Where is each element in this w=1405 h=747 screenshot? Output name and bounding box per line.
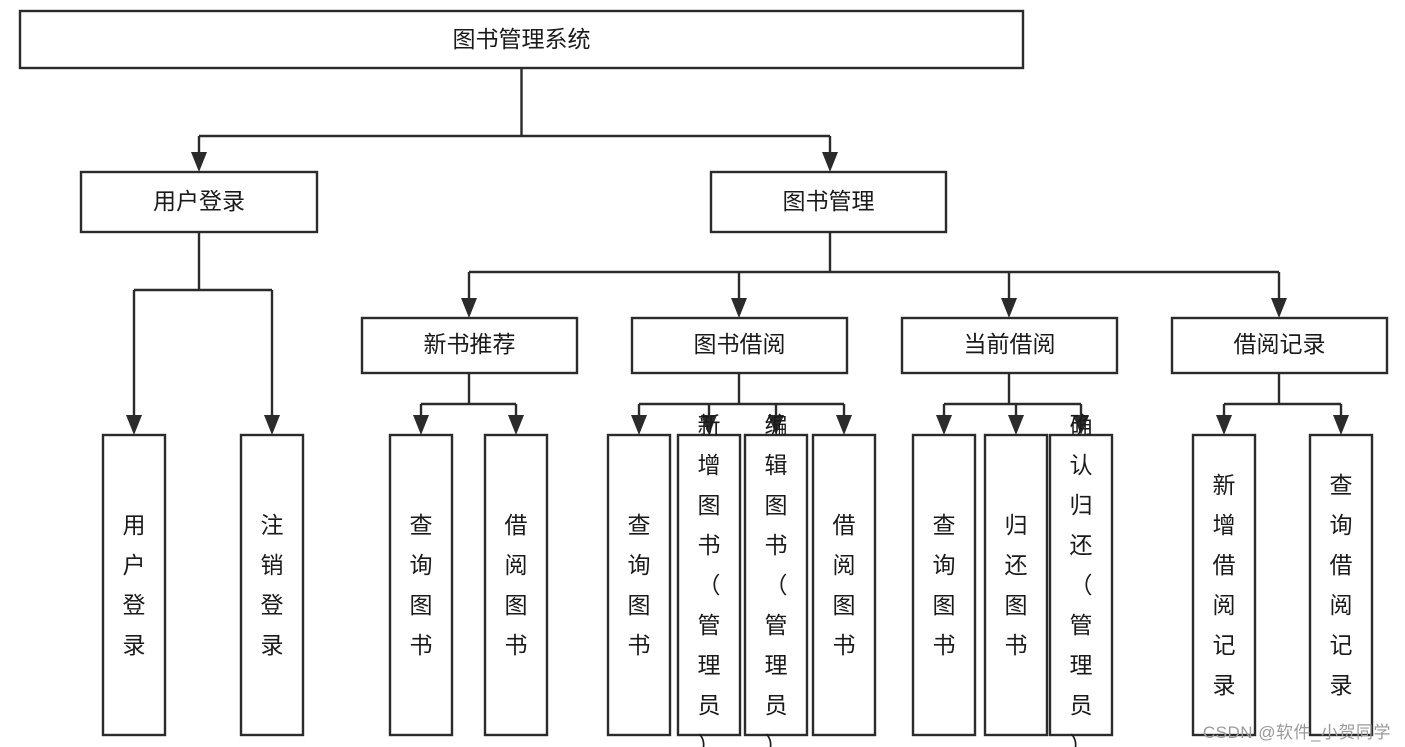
connector-new-book-rec-trunk (419, 373, 518, 427)
leaf-7-label: 借阅图书 (833, 512, 856, 658)
leaf-0-box[interactable] (101, 433, 167, 737)
leaf-4-box[interactable] (606, 433, 672, 737)
leaf-node-layer: 用户登录 注销登录 查询图书 借阅图书 查询图书 新增图书（管理员） 编辑图书（管理员） 借阅… (101, 412, 1374, 747)
leaf-1-box[interactable] (239, 433, 305, 737)
leaf-2-label: 查询图书 (410, 512, 433, 658)
leaf-3-label: 借阅图书 (505, 512, 528, 658)
arrowhead-leaf-query-book-a (413, 415, 429, 435)
leaf-4[interactable]: 查询图书 (606, 433, 672, 737)
connector-layer (126, 68, 1349, 435)
node-new-book-rec-box[interactable] (360, 316, 579, 375)
arrowhead-leaf-query-book-b (631, 415, 647, 435)
leaf-12[interactable]: 查询借阅记录 (1308, 433, 1374, 737)
leaf-1[interactable]: 注销登录 (239, 433, 305, 737)
leaf-9-box[interactable] (983, 433, 1049, 737)
leaf-9[interactable]: 归还图书 (983, 433, 1049, 737)
arrowhead-leaf-return-book (1008, 415, 1024, 435)
leaf-0[interactable]: 用户登录 (101, 433, 167, 737)
arrowhead-leaf-edit-book (768, 415, 784, 435)
leaf-7-box[interactable] (811, 433, 877, 737)
leaf-8-box[interactable] (911, 433, 977, 737)
leaf-8-label: 查询图书 (933, 512, 956, 658)
node-user-login-label: 用户登录 (153, 188, 245, 214)
node-borrow-record-box[interactable] (1170, 316, 1389, 375)
leaf-5[interactable]: 新增图书（管理员） (676, 412, 742, 747)
arrowhead-leaf-add-book (701, 415, 717, 435)
node-root[interactable]: 图书管理系统 (18, 9, 1025, 70)
leaf-2-box[interactable] (388, 433, 454, 737)
node-borrow-record-label: 借阅记录 (1234, 331, 1326, 357)
node-new-book-rec-label: 新书推荐 (424, 331, 516, 357)
leaf-2[interactable]: 查询图书 (388, 433, 454, 737)
arrowhead-leaf-borrow-book-b (836, 415, 852, 435)
node-current-borrow-label: 当前借阅 (964, 331, 1056, 357)
leaf-10-box[interactable] (1048, 433, 1114, 737)
node-book-management-label: 图书管理 (783, 188, 875, 214)
leaf-12-box[interactable] (1308, 433, 1374, 737)
node-book-borrow-box[interactable] (630, 316, 849, 375)
leaf-11[interactable]: 新增借阅记录 (1191, 433, 1257, 737)
arrowhead-leaf-user-login (126, 415, 142, 435)
node-root-box[interactable] (18, 9, 1025, 70)
arrowhead-leaf-query-book-c (936, 415, 952, 435)
connector-user-login-trunk (132, 232, 274, 427)
leaf-0-label: 用户登录 (123, 512, 146, 658)
node-current-borrow-box[interactable] (900, 316, 1119, 375)
leaf-11-box[interactable] (1191, 433, 1257, 737)
arrowhead-leaf-query-record (1333, 415, 1349, 435)
node-level1-user-login[interactable]: 用户登录 (79, 170, 319, 234)
leaf-5-label: 新增图书（管理员） (698, 412, 721, 747)
node-level2-book-borrow[interactable]: 图书借阅 (630, 316, 849, 375)
leaf-3[interactable]: 借阅图书 (483, 433, 549, 737)
arrowhead-to-current-borrow (1001, 298, 1017, 318)
leaf-5-box[interactable] (676, 433, 742, 737)
arrowhead-to-borrow-record (1271, 298, 1287, 318)
leaf-12-label: 查询借阅记录 (1330, 472, 1353, 698)
leaf-6-label: 编辑图书（管理员） (765, 412, 788, 747)
arrowhead-leaf-borrow-book-a (508, 415, 524, 435)
node-book-management-box[interactable] (709, 170, 948, 234)
arrowhead-to-new-book-rec (461, 298, 477, 318)
arrowhead-to-book-borrow (731, 298, 747, 318)
connector-book-management-trunk (467, 232, 1281, 310)
leaf-6[interactable]: 编辑图书（管理员） (743, 412, 809, 747)
leaf-11-label: 新增借阅记录 (1213, 472, 1236, 698)
node-level1-book-management[interactable]: 图书管理 (709, 170, 948, 234)
leaf-6-box[interactable] (743, 433, 809, 737)
leaf-7[interactable]: 借阅图书 (811, 433, 877, 737)
arrowhead-leaf-add-record (1216, 415, 1232, 435)
connector-root-trunk (197, 68, 832, 164)
leaf-8[interactable]: 查询图书 (911, 433, 977, 737)
arrowhead-to-user-login (191, 152, 207, 172)
leaf-9-label: 归还图书 (1005, 512, 1028, 658)
node-level2-current-borrow[interactable]: 当前借阅 (900, 316, 1119, 375)
node-level2-new-book-rec[interactable]: 新书推荐 (360, 316, 579, 375)
connector-borrow-record-trunk (1222, 373, 1343, 427)
node-root-label: 图书管理系统 (453, 26, 591, 52)
leaf-1-label: 注销登录 (261, 512, 284, 658)
connector-book-borrow-trunk (637, 373, 846, 427)
arrowhead-leaf-logout (264, 415, 280, 435)
arrowhead-leaf-confirm-return (1073, 415, 1089, 435)
node-book-borrow-label: 图书借阅 (694, 331, 786, 357)
leaf-3-box[interactable] (483, 433, 549, 737)
leaf-4-label: 查询图书 (628, 512, 651, 658)
leaf-10[interactable]: 确认归还（管理员） (1048, 412, 1114, 747)
arrowhead-to-book-management (822, 152, 838, 172)
node-level2-borrow-record[interactable]: 借阅记录 (1170, 316, 1389, 375)
node-user-login-box[interactable] (79, 170, 319, 234)
leaf-10-label: 确认归还（管理员） (1070, 412, 1093, 747)
